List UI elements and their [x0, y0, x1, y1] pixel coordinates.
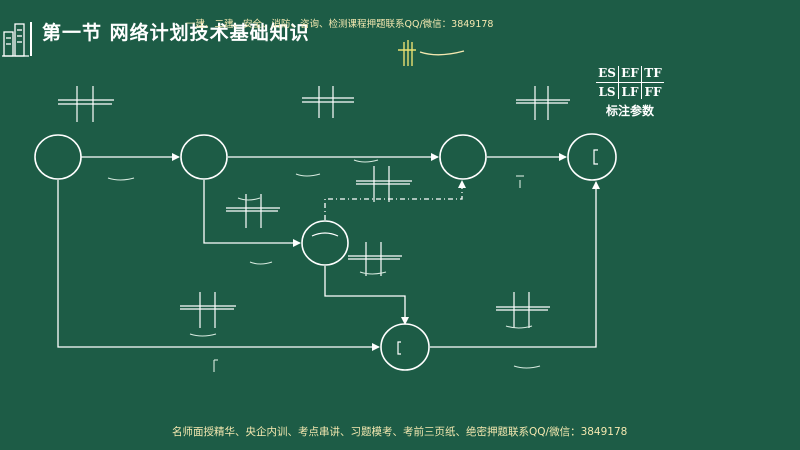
- legend-bottom-row: LS LF FF: [590, 83, 670, 99]
- building-logo-icon: [2, 23, 29, 57]
- legend-tf: TF: [641, 66, 664, 83]
- param-grid-5: [356, 166, 412, 202]
- node-5: [439, 134, 487, 180]
- page-title: 第一节 网络计划技术基础知识: [42, 22, 310, 44]
- legend-caption: 标注参数: [605, 104, 654, 118]
- param-grid-2: [302, 86, 354, 118]
- param-grid-1: [58, 86, 114, 122]
- legend-ef: EF: [618, 66, 641, 83]
- legend-es: ES: [596, 66, 618, 83]
- param-grid-7: [180, 292, 236, 328]
- node-3: [301, 220, 349, 266]
- duration-scribbles: [107, 159, 541, 372]
- node-2: [180, 134, 228, 180]
- legend-ls: LS: [598, 85, 616, 99]
- watermark-text: 一建、二建、安全、消防、咨询、检测课程押题联系QQ/微信：3849178: [186, 19, 494, 30]
- param-grid-6: [348, 242, 402, 276]
- param-grid-4: [226, 194, 280, 228]
- header-divider: [30, 22, 32, 56]
- dummy-arrow-3-5: [324, 180, 466, 220]
- arrow-1-4: [57, 180, 380, 351]
- legend-ff: FF: [641, 83, 664, 99]
- footer-text: 名师面授精华、央企内训、考点串讲、习题模考、考前三页纸、绝密押题联系QQ/微信：…: [172, 426, 628, 438]
- param-grid-8: [496, 292, 550, 328]
- param-grid-3: [516, 86, 570, 120]
- node-1: [34, 134, 82, 180]
- node-6: [567, 133, 617, 181]
- legend-lf: LF: [618, 83, 641, 99]
- arrow-3-4: [324, 266, 409, 325]
- header-scribble: [398, 40, 465, 66]
- arrow-2-3: [203, 180, 301, 247]
- arrow-4-6: [430, 181, 600, 348]
- legend-top-row: ES EF TF: [590, 66, 670, 83]
- parameter-legend: ES EF TF LS LF FF 标注参数: [590, 66, 670, 119]
- node-4: [380, 323, 430, 371]
